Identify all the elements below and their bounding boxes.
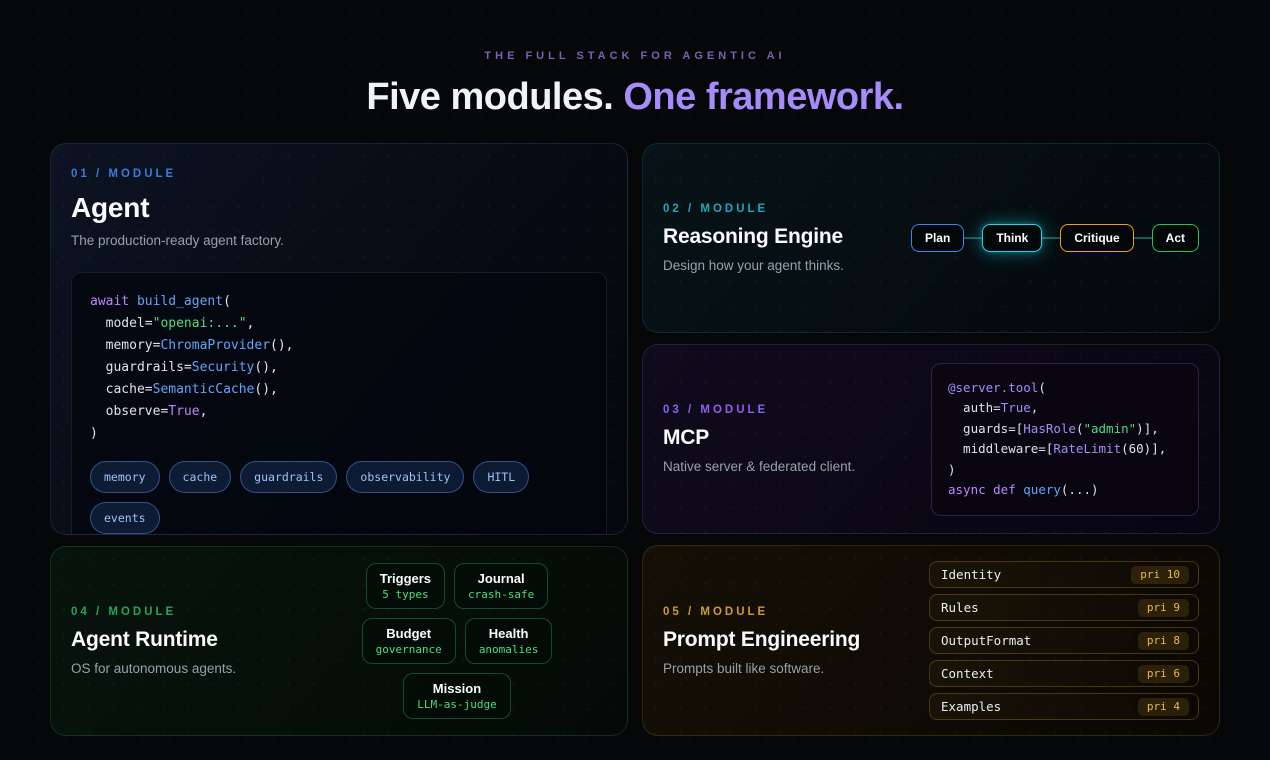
tile-budget: Budget governance [361, 618, 456, 664]
priority-badge: pri 8 [1137, 631, 1189, 650]
prompt-layer-list: Identity pri 10 Rules pri 9 OutputFormat pri … [929, 561, 1199, 720]
layer-name: Rules [941, 600, 979, 615]
tile-health: Health anomalies [464, 618, 553, 664]
tag-memory: memory [90, 461, 160, 493]
priority-badge: pri 9 [1137, 598, 1189, 617]
prompt-module-label: 05 / MODULE [663, 605, 769, 618]
agent-code-block: await build_agent( model="openai:...", m… [71, 272, 607, 534]
reasoning-module-title: Reasoning Engine [663, 225, 843, 248]
agent-code-lines: await build_agent( model="openai:...", m… [90, 291, 588, 445]
page-title-accent: One framework. [623, 76, 904, 118]
tile-title: Budget [386, 626, 432, 641]
left-column: 01 / MODULE Agent The production-ready a… [50, 143, 628, 736]
modules-grid: 01 / MODULE Agent The production-ready a… [50, 143, 1220, 736]
card-mcp: 03 / MODULE MCP Native server & federate… [642, 344, 1220, 534]
reasoning-flow: Plan Think Critique Act [910, 224, 1199, 252]
flow-step-plan: Plan [910, 224, 965, 252]
tile-subtitle: crash-safe [468, 588, 535, 601]
flow-step-think: Think [982, 224, 1043, 252]
card-reasoning: 02 / MODULE Reasoning Engine Design how … [642, 143, 1220, 333]
tag-observability: observability [346, 461, 465, 493]
prompt-layer-row: OutputFormat pri 8 [929, 627, 1199, 654]
priority-badge: pri 10 [1131, 565, 1189, 584]
runtime-module-subtitle: OS for autonomous agents. [71, 661, 237, 676]
code-line: guardrails=Security(), [90, 360, 278, 375]
code-line: await build_agent( [90, 294, 231, 309]
tile-subtitle: anomalies [478, 643, 539, 656]
code-line: middleware=[RateLimit(60)], [948, 441, 1167, 456]
code-line: model="openai:...", [90, 316, 255, 331]
flow-connector [1133, 237, 1152, 239]
code-line: auth=True, [948, 400, 1039, 415]
code-line: memory=ChromaProvider(), [90, 338, 294, 353]
runtime-module-label: 04 / MODULE [71, 606, 177, 618]
mcp-module-subtitle: Native server & federated client. [663, 459, 856, 474]
prompt-module-subtitle: Prompts built like software. [663, 660, 825, 676]
flow-step-critique: Critique [1060, 224, 1134, 252]
prompt-module-title: Prompt Engineering [663, 627, 861, 651]
page-header: THE FULL STACK FOR AGENTIC AI Five modul… [0, 0, 1270, 119]
prompt-layer-row: Identity pri 10 [929, 561, 1199, 588]
tile-title: Journal [477, 571, 525, 586]
tag-hitl: HITL [473, 461, 530, 493]
layer-name: OutputFormat [941, 633, 1032, 648]
tag-guardrails: guardrails [240, 461, 338, 493]
page-title-white: Five modules. [366, 76, 624, 118]
tag-events: events [90, 502, 160, 534]
code-line: ) [948, 461, 956, 477]
tile-title: Mission [432, 681, 482, 696]
agent-module-subtitle: The production-ready agent factory. [71, 233, 284, 248]
card-runtime: 04 / MODULE Agent Runtime OS for autonom… [50, 546, 628, 736]
tile-journal: Journal crash-safe [454, 563, 549, 609]
flow-connector [964, 237, 983, 239]
priority-badge: pri 6 [1137, 664, 1189, 683]
flow-connector [1042, 237, 1061, 239]
runtime-text: 04 / MODULE Agent Runtime OS for autonom… [71, 606, 236, 676]
header-eyebrow: THE FULL STACK FOR AGENTIC AI [484, 50, 786, 62]
tile-title: Health [488, 626, 529, 641]
reasoning-module-subtitle: Design how your agent thinks. [663, 258, 844, 273]
layer-name: Context [941, 666, 994, 681]
prompt-text: 05 / MODULE Prompt Engineering Prompts b… [663, 606, 860, 676]
agent-module-title: Agent [71, 192, 150, 223]
prompt-layer-row: Context pri 6 [929, 660, 1199, 687]
right-column: 02 / MODULE Reasoning Engine Design how … [642, 143, 1220, 736]
flow-step-act: Act [1151, 224, 1199, 252]
prompt-layer-row: Rules pri 9 [929, 594, 1199, 621]
prompt-layer-row: Examples pri 4 [929, 693, 1199, 720]
card-prompt: 05 / MODULE Prompt Engineering Prompts b… [642, 545, 1220, 736]
tile-subtitle: governance [375, 643, 442, 656]
mcp-module-title: MCP [663, 426, 710, 449]
reasoning-text: 02 / MODULE Reasoning Engine Design how … [663, 203, 844, 273]
reasoning-module-label: 02 / MODULE [663, 203, 769, 215]
code-line: async def query(...) [948, 482, 1099, 497]
runtime-module-title: Agent Runtime [71, 628, 218, 651]
card-agent: 01 / MODULE Agent The production-ready a… [50, 143, 628, 535]
mcp-module-label: 03 / MODULE [663, 404, 769, 416]
code-line: observe=True, [90, 404, 208, 419]
code-line: ) [90, 426, 98, 441]
tile-subtitle: 5 types [382, 588, 429, 601]
layer-name: Identity [941, 567, 1002, 582]
mcp-text: 03 / MODULE MCP Native server & federate… [663, 404, 855, 474]
priority-badge: pri 4 [1137, 697, 1189, 716]
code-line: @server.tool( [948, 379, 1046, 395]
tile-title: Triggers [379, 571, 432, 586]
tag-cache: cache [168, 461, 232, 493]
tile-triggers: Triggers 5 types [365, 563, 446, 609]
agent-module-label: 01 / MODULE [71, 168, 177, 180]
tile-subtitle: LLM-as-judge [417, 698, 497, 711]
code-line: cache=SemanticCache(), [90, 382, 278, 397]
page-title: Five modules. One framework. [0, 76, 1270, 119]
mcp-code-block: @server.tool( auth=True, guards=[HasRole… [931, 362, 1199, 516]
code-line: guards=[HasRole("admin")], [948, 420, 1159, 436]
layer-name: Examples [941, 699, 1002, 714]
